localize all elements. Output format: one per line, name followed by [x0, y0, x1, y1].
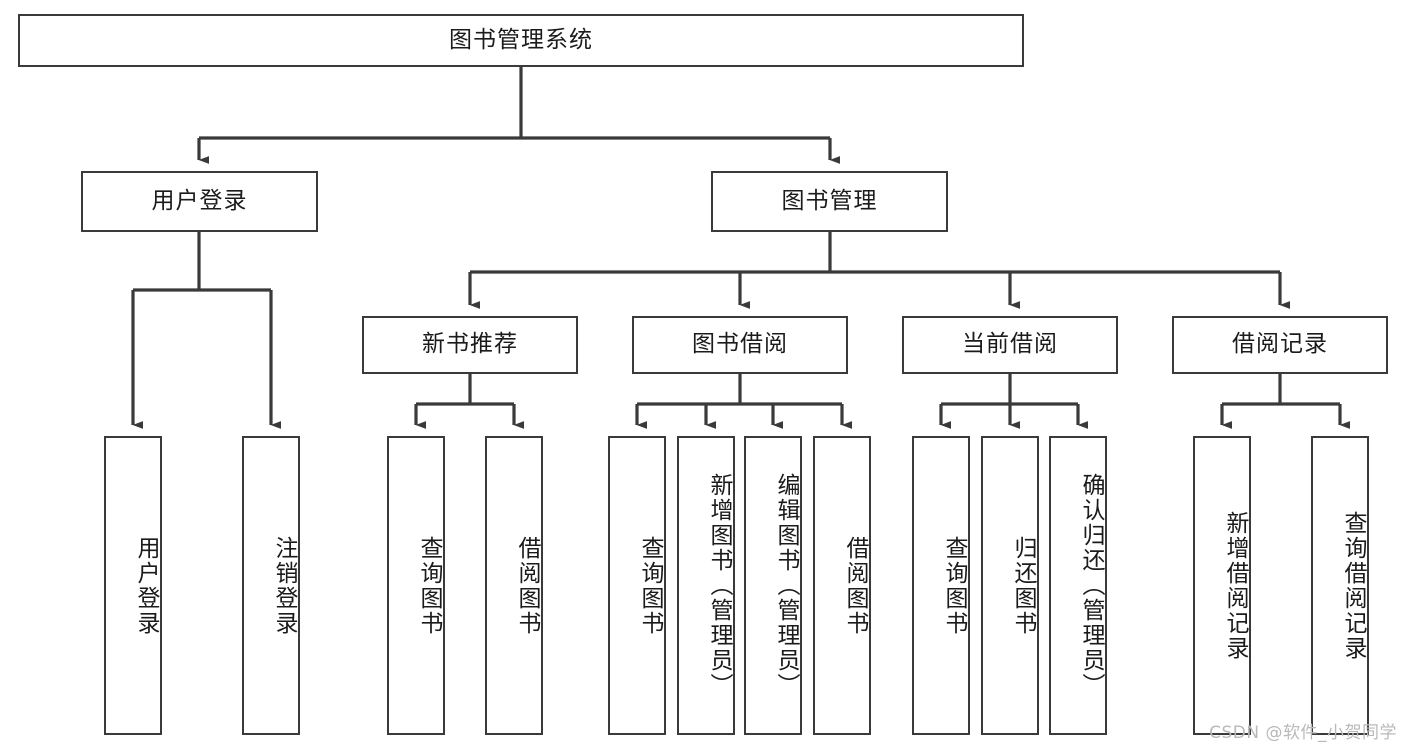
node-new-book-recommendation[interactable]: 新书推荐: [362, 316, 578, 374]
node-user-login[interactable]: 用户登录: [81, 171, 318, 232]
node-borrowing-record[interactable]: 借阅记录: [1172, 316, 1388, 374]
node-root-book-management-system[interactable]: 图书管理系统: [18, 14, 1024, 67]
leaf-user-login[interactable]: 用户登录: [104, 436, 162, 735]
leaf-logout[interactable]: 注销登录: [242, 436, 300, 735]
csdn-watermark: CSDN @软件_小贺同学: [1209, 723, 1397, 743]
leaf-query-book-recommend[interactable]: 查询图书: [387, 436, 445, 735]
leaf-borrow-book-recommend[interactable]: 借阅图书: [485, 436, 543, 735]
leaf-confirm-return-admin[interactable]: 确认归还（管理员）: [1049, 436, 1107, 735]
leaf-borrow-book[interactable]: 借阅图书: [813, 436, 871, 735]
leaf-return-book[interactable]: 归还图书: [981, 436, 1039, 735]
node-book-borrowing[interactable]: 图书借阅: [632, 316, 848, 374]
leaf-query-book-current[interactable]: 查询图书: [912, 436, 970, 735]
leaf-add-book-admin[interactable]: 新增图书（管理员）: [677, 436, 735, 735]
node-current-borrowing[interactable]: 当前借阅: [902, 316, 1118, 374]
leaf-query-book-borrow[interactable]: 查询图书: [608, 436, 666, 735]
leaf-add-borrow-record[interactable]: 新增借阅记录: [1193, 436, 1251, 735]
node-book-management[interactable]: 图书管理: [711, 171, 948, 232]
leaf-edit-book-admin[interactable]: 编辑图书（管理员）: [744, 436, 802, 735]
leaf-query-borrow-record[interactable]: 查询借阅记录: [1311, 436, 1369, 735]
